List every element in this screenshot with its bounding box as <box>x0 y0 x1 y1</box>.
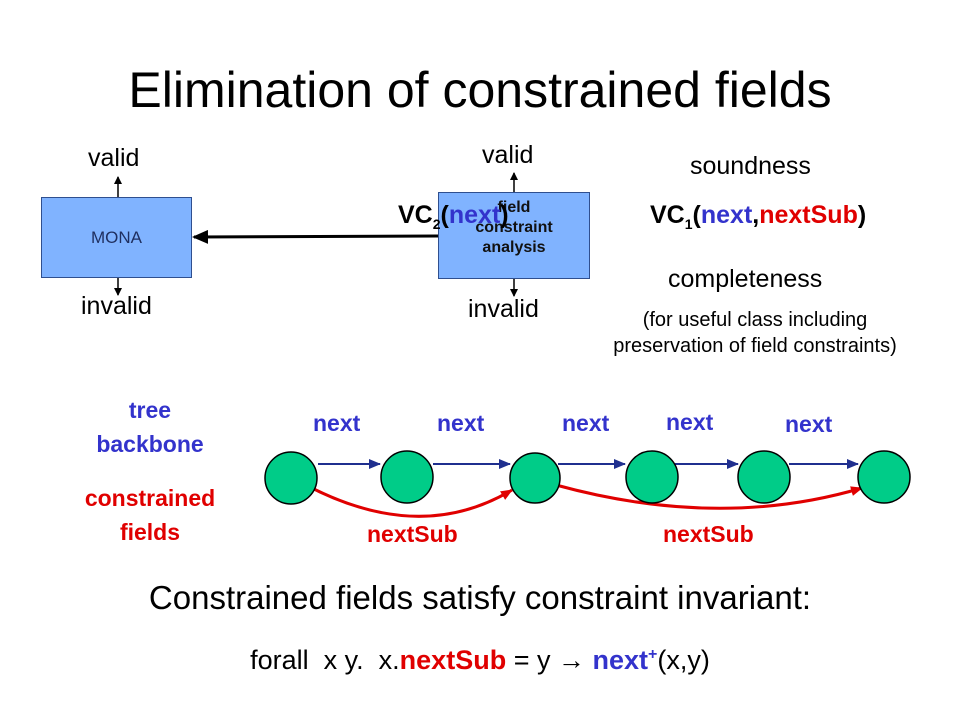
nextsub-label: nextSub <box>367 521 458 547</box>
vc2-arg: next <box>448 201 501 229</box>
vc2-close: ) <box>500 201 509 229</box>
vc1-label: VC1(next,nextSub) <box>650 200 866 239</box>
nextsub-edge <box>555 483 863 510</box>
invariant-formula: forall x y. x.nextSub = y → next+(x,y) <box>0 638 960 677</box>
vc1-open: ( <box>692 201 701 229</box>
formula-part1: forall x y. x. <box>250 645 400 675</box>
next-label: next <box>313 410 361 436</box>
formula-arrow: → <box>557 645 585 675</box>
vc1-close: ) <box>857 201 867 229</box>
vc1-comma: , <box>752 201 760 229</box>
fca-valid-label: valid <box>482 141 534 169</box>
fca-label-line1: field <box>497 199 531 216</box>
vc2-prefix: VC <box>398 201 433 229</box>
next-label: next <box>666 409 714 435</box>
soundness-label: soundness <box>690 152 811 180</box>
field-constraint-analysis-box: field constraint analysis <box>438 192 590 279</box>
list-node <box>264 451 318 505</box>
slide-title: Elimination of constrained fields <box>128 62 832 118</box>
completeness-note-line1: (for useful class including <box>642 309 868 331</box>
nextsub-edge <box>305 483 513 518</box>
nextsub-label: nextSub <box>663 521 754 547</box>
vc1-arg1: next <box>700 201 753 229</box>
next-label: next <box>562 410 610 436</box>
next-label: next <box>785 411 833 437</box>
formula-part3: (x,y) <box>657 645 710 675</box>
formula-rel: next <box>592 645 649 675</box>
mona-box: MONA <box>41 197 192 278</box>
fca-label-line3: analysis <box>482 239 546 256</box>
tree-backbone-label-line1: tree <box>128 397 172 423</box>
fca-label-line2: constraint <box>475 219 553 236</box>
invariant-statement: Constrained fields satisfy constraint in… <box>148 579 812 616</box>
vc1-sub: 1 <box>684 216 693 232</box>
list-node <box>509 452 561 504</box>
list-node <box>380 450 434 504</box>
mona-invalid-label: invalid <box>81 292 152 320</box>
list-node <box>625 450 679 504</box>
formula-field: nextSub <box>399 645 507 675</box>
vc2-open: ( <box>440 201 449 229</box>
next-label: next <box>437 410 485 436</box>
completeness-note-line2: preservation of field constraints) <box>613 335 897 357</box>
vc2-label: VC2(next) <box>398 200 509 239</box>
mona-label: MONA <box>91 228 142 247</box>
formula-sup: + <box>648 646 658 663</box>
vc1-prefix: VC <box>650 201 685 229</box>
constrained-fields-label-line1: constrained <box>84 485 216 511</box>
vc2-arrow <box>192 229 439 244</box>
tree-backbone-label-line2: backbone <box>96 431 204 457</box>
vc2-sub: 2 <box>432 216 441 232</box>
list-node <box>857 450 911 504</box>
completeness-label: completeness <box>668 265 823 293</box>
formula-part2: = y <box>506 645 558 675</box>
vc1-arg2: nextSub <box>759 201 858 229</box>
mona-valid-label: valid <box>88 144 140 172</box>
fca-invalid-label: invalid <box>468 295 539 323</box>
list-node <box>737 450 791 504</box>
constrained-fields-label-line2: fields <box>119 519 181 545</box>
